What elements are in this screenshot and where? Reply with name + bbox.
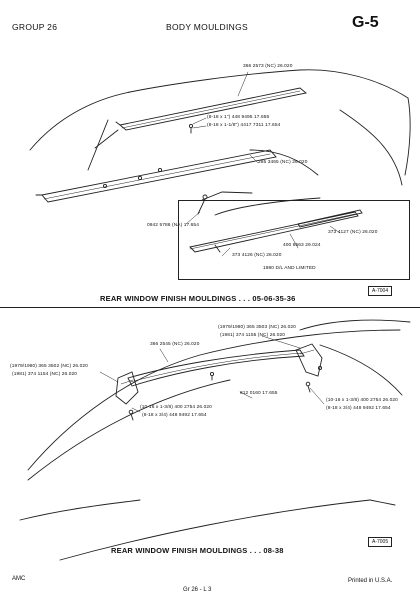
callout-part-number: (8-18 x 1") 448 9495 17.655 <box>207 115 270 120</box>
callout-part-number: (8-18 x 3/4) 448 9492 17.654 <box>326 406 391 411</box>
inset-detail-box <box>178 200 410 280</box>
callout-part-number: (1979/1980) 365 3503 (NC) 26.020 <box>218 325 296 330</box>
figure-caption: REAR WINDOW FINISH MOULDINGS . . . 08-38 <box>111 546 284 555</box>
brand-label: AMC <box>12 576 26 582</box>
page-code: G-5 <box>352 14 379 31</box>
callout-part-number: (1981) 374 1154 (NC) 26.020 <box>12 372 78 377</box>
page-number: Gr 26 - L 3 <box>183 587 212 593</box>
section-title: BODY MOULDINGS <box>166 22 248 32</box>
figure-ref-tag: A-7004 <box>368 286 393 296</box>
figure-ref-tag: A-7005 <box>368 537 393 547</box>
callout-part-number: (8-18 x 1-1/8") 4417 7311 17.654 <box>207 123 281 128</box>
callout-part-number: 373 4126 (NC) 26.020 <box>232 253 282 258</box>
printed-note: Printed in U.S.A. <box>348 578 393 584</box>
inset-note: 1980 D/L AND LIMITED <box>263 266 316 271</box>
callout-part-number: 265 3465 (NC) 26.020 <box>258 160 308 165</box>
callout-part-number: 366 2573 (NC) 26.020 <box>243 64 293 69</box>
callout-part-number: (1979/1980) 365 3502 (NC) 26.020 <box>10 364 88 369</box>
callout-part-number: (10-16 x 1-3/8) 400 2754 26.020 <box>326 398 398 403</box>
callout-part-number: 366 2545 (NC) 26.020 <box>150 342 200 347</box>
group-label: GROUP 26 <box>12 22 58 32</box>
callout-part-number: 373 4127 (NC) 26.020 <box>328 230 378 235</box>
callout-part-number: 812 0160 17.655 <box>240 391 278 396</box>
callout-part-number: 0942 5786 (NA) 17.654 <box>147 223 199 228</box>
figure-caption: REAR WINDOW FINISH MOULDINGS . . . 05-06… <box>100 294 296 303</box>
callout-part-number: 400 6563 29.024 <box>283 243 321 248</box>
callout-part-number: (8-18 x 3/4) 448 9492 17.654 <box>142 413 207 418</box>
callout-part-number: (1981) 374 1155 (NC) 26.020 <box>220 333 286 338</box>
section-divider <box>0 307 420 309</box>
callout-part-number: (10-16 x 1-3/8) 400 2754 26.020 <box>140 405 212 410</box>
